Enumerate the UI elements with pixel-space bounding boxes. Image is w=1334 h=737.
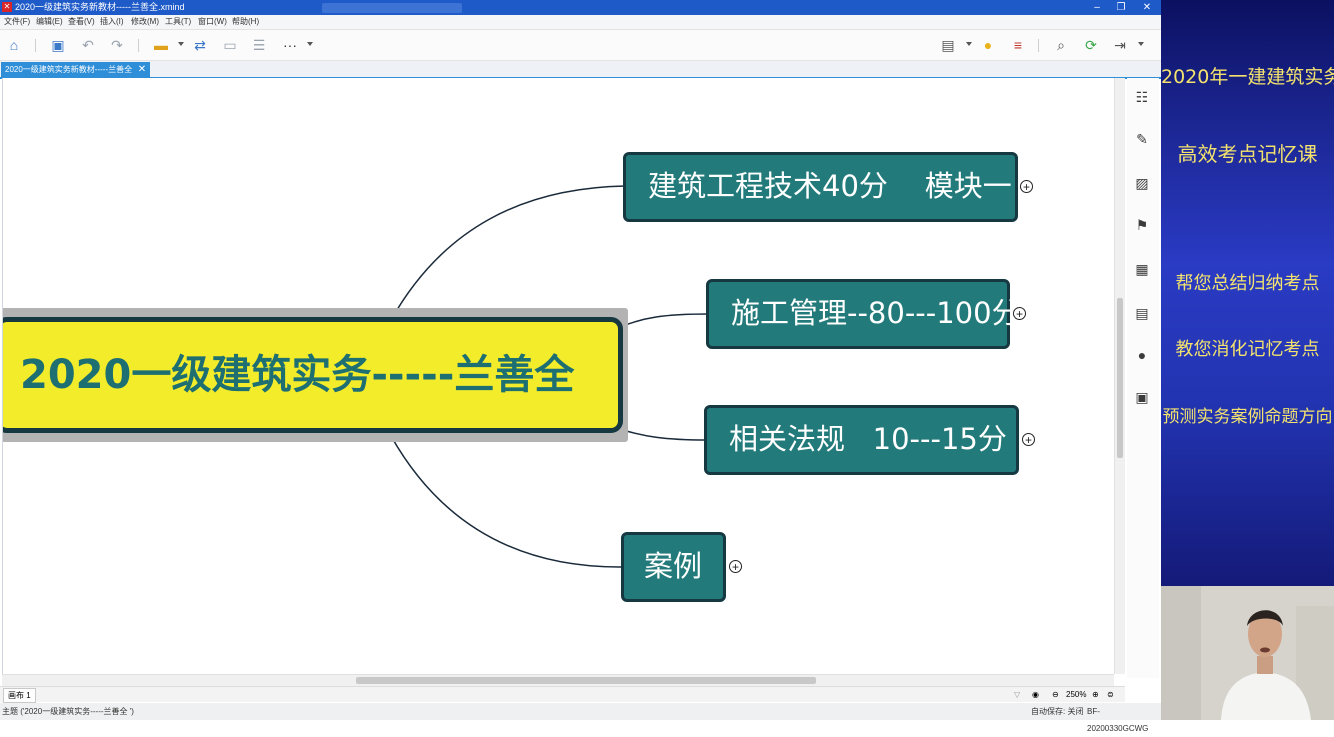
chevron-down-icon[interactable]	[1138, 42, 1144, 46]
menu-file[interactable]: 文件(F)	[4, 17, 31, 26]
vertical-scrollbar[interactable]	[1114, 78, 1125, 674]
status-topic: 主题 ('2020一级建筑实务-----兰善全 ')	[2, 707, 134, 716]
comments-icon[interactable]: ●	[1137, 347, 1147, 363]
connector-branch-3	[622, 429, 707, 441]
zoom-in-icon[interactable]: ⊕	[1092, 690, 1099, 699]
topic-cases[interactable]: 案例	[621, 532, 726, 602]
toolbar-separator	[1038, 39, 1039, 52]
document-tab[interactable]: 2020一级建筑实务新教材-----兰善全 ✕	[1, 62, 151, 77]
xmind-window: ✕ 2020一级建筑实务新教材-----兰善全.xmind – ❐ ✕ 文件(F…	[0, 0, 1161, 733]
marker-flag-icon[interactable]: ⚑	[1135, 217, 1149, 233]
home-icon[interactable]: ⌂	[9, 37, 19, 53]
autosave-status[interactable]: 自动保存: 关闭	[1031, 707, 1084, 716]
horizontal-scroll-thumb[interactable]	[356, 677, 816, 684]
webcam-video	[1161, 586, 1334, 720]
vertical-scroll-thumb[interactable]	[1117, 298, 1123, 458]
save-icon[interactable]: ▣	[51, 37, 65, 53]
chevron-down-icon[interactable]	[966, 42, 972, 46]
presentation-icon[interactable]: ▤	[941, 37, 955, 53]
central-topic[interactable]: 2020一级建筑实务-----兰善全	[3, 317, 623, 433]
eye-icon[interactable]: ◉	[1032, 690, 1039, 699]
connector-branch-4	[390, 435, 624, 568]
menu-help[interactable]: 帮助(H)	[232, 17, 260, 26]
horizontal-scrollbar[interactable]	[2, 674, 1114, 686]
redo-icon[interactable]: ↷	[111, 37, 123, 53]
filter-icon[interactable]: ▽	[1014, 690, 1021, 699]
topic-construction-management[interactable]: 施工管理--80---100分	[706, 279, 1021, 349]
minimize-button[interactable]: –	[1094, 2, 1100, 13]
toolbar-separator	[35, 39, 36, 52]
share-icon[interactable]: ⟳	[1085, 37, 1097, 53]
expand-plus-icon[interactable]: +	[729, 560, 742, 574]
sheet-tab[interactable]: 画布 1	[3, 688, 36, 703]
toolbar-separator	[138, 39, 139, 52]
summary-icon[interactable]: ☰	[252, 37, 266, 53]
promo-title: 2020年一建建筑实务	[1161, 66, 1334, 88]
promo-point-2: 教您消化记忆考点	[1175, 339, 1320, 360]
undo-icon[interactable]: ↶	[82, 37, 94, 53]
promo-point-1: 帮您总结归纳考点	[1175, 273, 1320, 294]
export-icon[interactable]: ⇥	[1114, 37, 1126, 53]
more-icon[interactable]: ···	[283, 37, 297, 53]
topic-icon[interactable]: ▬	[154, 37, 168, 53]
title-bar: ✕ 2020一级建筑实务新教材-----兰善全.xmind – ❐ ✕	[0, 0, 1161, 15]
menu-view[interactable]: 查看(V)	[68, 17, 95, 26]
chevron-down-icon[interactable]	[178, 42, 184, 46]
menu-window[interactable]: 窗口(W)	[198, 17, 227, 26]
relationship-icon[interactable]: ⇄	[194, 37, 206, 53]
menu-bar: 文件(F) 编辑(E) 查看(V) 插入(I) 修改(M) 工具(T) 窗口(W…	[0, 15, 1161, 30]
expand-plus-icon[interactable]: +	[1013, 307, 1026, 321]
window-title: 2020一级建筑实务新教材-----兰善全.xmind	[15, 2, 185, 12]
expand-plus-icon[interactable]: +	[1022, 433, 1035, 447]
promo-point-3: 预测实务案例命题方向	[1162, 407, 1333, 427]
search-icon[interactable]: ⌕	[1057, 37, 1065, 53]
connector-branch-2	[622, 313, 709, 327]
branch-connectors	[390, 185, 709, 568]
xmind-icon: ✕	[2, 2, 12, 12]
tab-bar: 2020一级建筑实务新教材-----兰善全 ✕	[0, 61, 1161, 79]
toolbar: ⌂ ▣ ↶ ↷ ▬ ⇄ ▭ ☰ ··· ▤ ● ≡ ⌕ ⟳ ⇥	[0, 30, 1161, 61]
gantt-icon[interactable]: ≡	[1013, 37, 1023, 53]
status-bar: 主题 ('2020一级建筑实务-----兰善全 ') 自动保存: 关闭 BF-2…	[0, 703, 1161, 733]
brainstorm-lightbulb-icon[interactable]: ●	[983, 37, 993, 53]
side-panel-icons: ☷ ✎ ▨ ⚑ ▦ ▤ ● ▣	[1127, 78, 1159, 678]
connector-branch-1	[390, 185, 626, 321]
maximize-button[interactable]: ❐	[1116, 2, 1126, 13]
fit-icon[interactable]: ⊜	[1107, 690, 1114, 699]
topic-building-technology[interactable]: 建筑工程技术40分 模块一	[623, 152, 1018, 222]
menu-modify[interactable]: 修改(M)	[131, 17, 159, 26]
chevron-down-icon[interactable]	[307, 42, 313, 46]
document-tab-label: 2020一级建筑实务新教材-----兰善全	[5, 65, 133, 74]
menu-tools[interactable]: 工具(T)	[165, 17, 192, 26]
close-window-button[interactable]: ✕	[1142, 2, 1152, 13]
close-icon[interactable]: ✕	[137, 64, 147, 75]
title-center-bar	[322, 3, 462, 13]
mindmap-canvas[interactable]: 2020一级建筑实务-----兰善全 建筑工程技术40分 模块一 + 施工管理-…	[2, 78, 1115, 674]
format-brush-icon[interactable]: ✎	[1136, 131, 1148, 147]
user-id: BF-20200330GCWG	[1087, 707, 1149, 733]
task-clipboard-icon[interactable]: ▣	[1135, 389, 1149, 405]
zoom-out-icon[interactable]: ⊖	[1052, 690, 1059, 699]
properties-icon[interactable]: ▤	[1135, 305, 1149, 321]
notes-icon[interactable]: ▦	[1135, 261, 1149, 277]
topic-related-regulations[interactable]: 相关法规 10---15分	[704, 405, 1019, 475]
presenter-silhouette	[1161, 586, 1334, 720]
boundary-icon[interactable]: ▭	[223, 37, 237, 53]
outline-icon[interactable]: ☷	[1135, 89, 1149, 105]
promo-subtitle: 高效考点记忆课	[1177, 142, 1318, 166]
menu-edit[interactable]: 编辑(E)	[36, 17, 63, 26]
sheet-bar: 画布 1 ▽ ◉ ⊖ 250% ⊕ ⊜	[0, 686, 1125, 703]
expand-plus-icon[interactable]: +	[1020, 180, 1033, 194]
menu-insert[interactable]: 插入(I)	[100, 17, 124, 26]
image-icon[interactable]: ▨	[1135, 175, 1149, 191]
zoom-level: 250%	[1066, 690, 1087, 699]
promo-panel: 2020年一建建筑实务 高效考点记忆课 帮您总结归纳考点 教您消化记忆考点 预测…	[1161, 0, 1334, 586]
